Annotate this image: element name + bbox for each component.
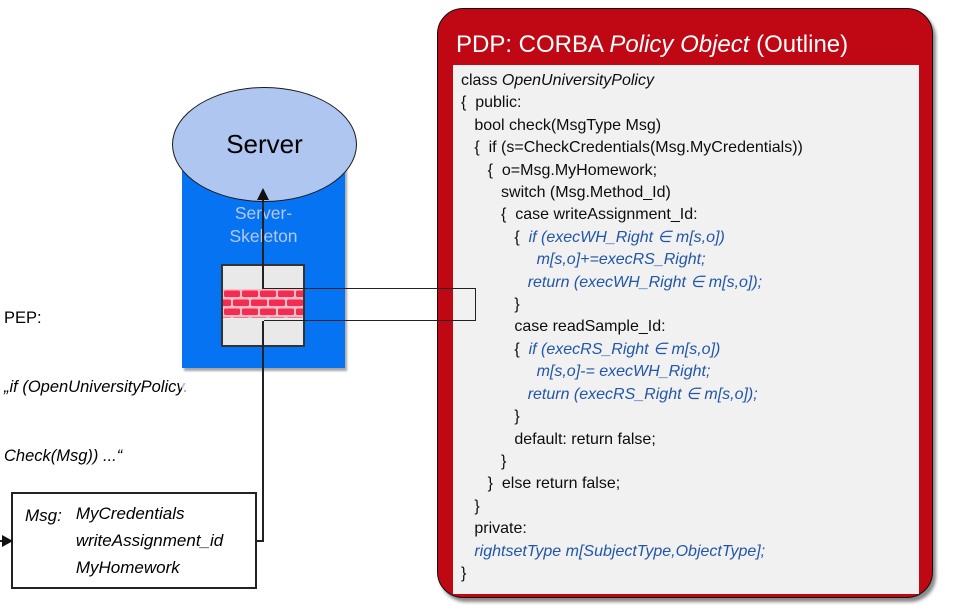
code-segment [461,386,528,403]
code-line: { if (execWH_Right ∈ m[s,o]) [461,227,917,249]
code-line: { public: [461,92,917,114]
message-line-elbow [256,540,264,542]
pep-label: PEP: [4,309,42,327]
code-segment: bool check(MsgType Msg) [461,116,662,134]
code-segment: m[s,o]-= execWH_Right; [536,363,711,381]
code-segment: } [461,408,520,426]
interception-rect [264,288,476,321]
message-line-upper [262,191,264,289]
code-line: { case writeAssignment_Id: [461,204,917,226]
code-segment: OpenUniversityPolicy [501,72,654,89]
pdp-code-panel: class OpenUniversityPolicy { public: bool… [453,65,919,594]
code-segment: if (execWH_Right ∈ m[s,o]) [528,228,725,246]
code-segment: } [461,452,507,470]
code-segment [461,543,474,560]
code-line: { if (execRS_Right ∈ m[s,o]) [461,339,917,361]
code-segment: default: return false; [461,430,656,448]
pep-code-line2: Check(Msg)) ...“ [4,447,123,465]
code-segment: class [461,72,502,89]
code-segment: return (execWH_Right ∈ m[s,o]); [527,273,763,291]
code-segment [461,251,537,268]
code-segment: } [461,296,520,314]
pdp-title-part: (Outline) [749,31,849,58]
code-segment: { o=Msg.MyHomework; [461,161,658,179]
code-line: { o=Msg.MyHomework; [461,160,917,182]
pdp-title: PDP: CORBA Policy Object (Outline) [456,31,922,59]
pdp-title-part: PDP: CORBA [456,31,610,58]
code-segment: { case writeAssignment_Id: [461,206,698,224]
pdp-title-part: Policy Object [609,31,750,58]
server-label: Server [226,129,303,159]
code-line: } [461,406,917,428]
code-segment: m[s,o]+=execRS_Right; [536,251,706,269]
code-line: { if (s=CheckCredentials(Msg.MyCredentia… [461,137,917,159]
code-line: private: [461,518,917,540]
code-segment: } [461,564,467,582]
code-line: bool check(MsgType Msg) [461,115,917,137]
code-segment [461,363,537,380]
pdp-box: PDP: CORBA Policy Object (Outline) class… [437,8,933,598]
code-segment: if (execRS_Right ∈ m[s,o]) [528,340,721,358]
code-line: class OpenUniversityPolicy [461,70,917,92]
msg-box-label: Msg: [25,506,62,525]
pep-annotation-pale: PEP: „if (OpenUniversityPolicy. Check(Ms… [4,309,188,465]
arrow-up-icon [257,188,269,200]
pep-code-line1: „if (OpenUniversityPolicy. [4,378,188,396]
code-line: m[s,o]-= execWH_Right; [461,361,917,383]
code-segment: return (execRS_Right ∈ m[s,o]); [527,385,758,403]
code-segment: { if (s=CheckCredentials(Msg.MyCredentia… [461,139,803,157]
message-line-lower [262,321,264,542]
code-segment: { [461,228,529,246]
code-segment: { public: [461,94,522,112]
code-line: m[s,o]+=execRS_Right; [461,249,917,271]
firewall-bricks-icon [223,289,303,318]
code-line: } [461,496,917,518]
code-line: case readSample_Id: [461,316,917,338]
policy-code-block: class OpenUniversityPolicy { public: bool… [461,70,917,585]
msg-box-item: writeAssignment_id [75,530,224,550]
code-line: } else return false; [461,473,917,495]
code-line: } [461,451,917,473]
msg-box-item: MyHomework [75,557,180,577]
code-line: default: return false; [461,429,917,451]
pep-annotation: PEP: „if (OpenUniversityPolicy. Check(Ms… [4,261,234,465]
code-segment: } else return false; [461,475,621,493]
server-ellipse: Server [172,87,357,202]
code-segment: private: [461,520,527,538]
code-line: return (execRS_Right ∈ m[s,o]); [461,384,917,406]
code-line: switch (Msg.Method_Id) [461,182,917,204]
code-segment: case readSample_Id: [461,318,666,336]
code-line: } [461,563,917,585]
code-segment: { [461,340,529,358]
code-segment: rightsetType m[SubjectType,ObjectType]; [474,542,766,560]
code-line: return (execWH_Right ∈ m[s,o]); [461,272,917,294]
msg-box-item: MyCredentials [75,503,185,523]
arrow-right-icon [2,535,13,547]
code-line: } [461,294,917,316]
pep-annotation-black: PEP: „if (OpenUniversityPolicy. Check(Ms… [4,261,188,514]
code-line: rightsetType m[SubjectType,ObjectType]; [461,541,917,563]
code-segment: } [461,497,480,515]
code-segment: switch (Msg.Method_Id) [461,184,671,202]
